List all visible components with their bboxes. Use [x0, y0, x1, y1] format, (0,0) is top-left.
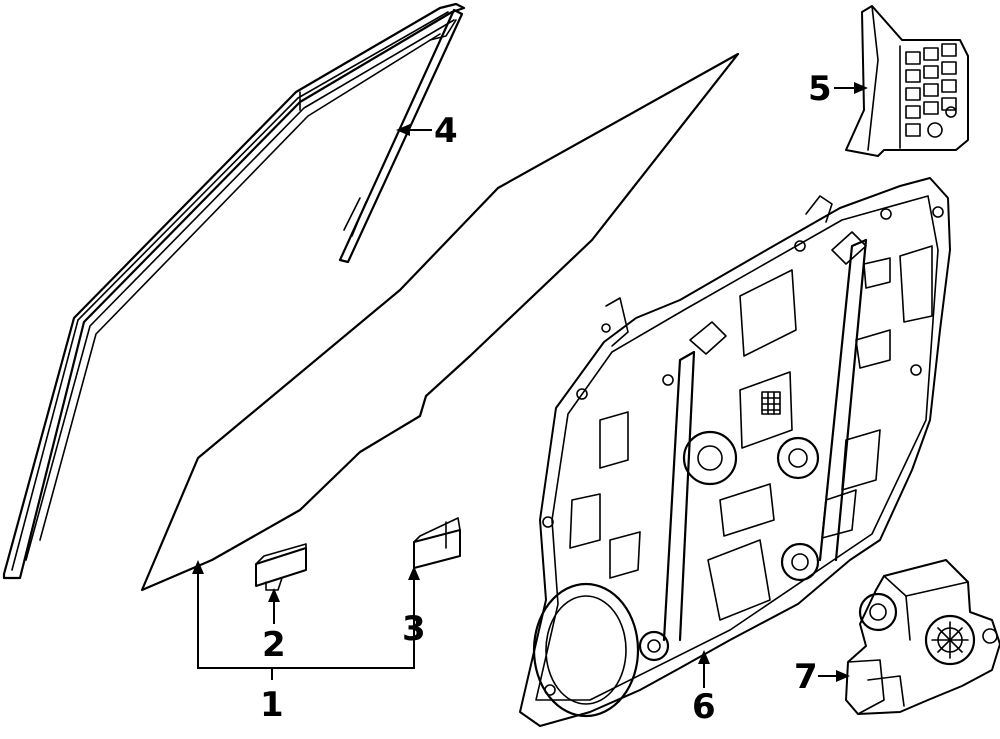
callout-2: 2 [262, 625, 286, 665]
window-switch [845, 5, 969, 157]
panel-openings [569, 245, 933, 621]
switch-buttons [905, 43, 957, 138]
callout-3: 3 [402, 609, 426, 649]
glass-bracket-rear [413, 517, 461, 569]
panel-bolt-holes [542, 206, 944, 696]
callout-4: 4 [434, 111, 458, 151]
callout-6: 6 [692, 687, 716, 727]
speaker-opening [532, 582, 640, 718]
glass-run-weatherstrip [2, 2, 466, 580]
window-regulator-panel [519, 177, 951, 727]
window-glass [140, 52, 740, 592]
callout-labels: 1 2 3 4 5 6 7 [260, 69, 832, 727]
callout-1: 1 [260, 685, 284, 725]
regulator-rails [662, 231, 868, 642]
callout-5: 5 [808, 69, 832, 109]
regulator-drums [638, 430, 820, 662]
callout-7: 7 [794, 657, 818, 697]
leader-lines [192, 82, 868, 688]
glass-bracket-front [255, 543, 307, 591]
window-motor [845, 559, 1000, 715]
glass-run-channel [338, 8, 464, 264]
